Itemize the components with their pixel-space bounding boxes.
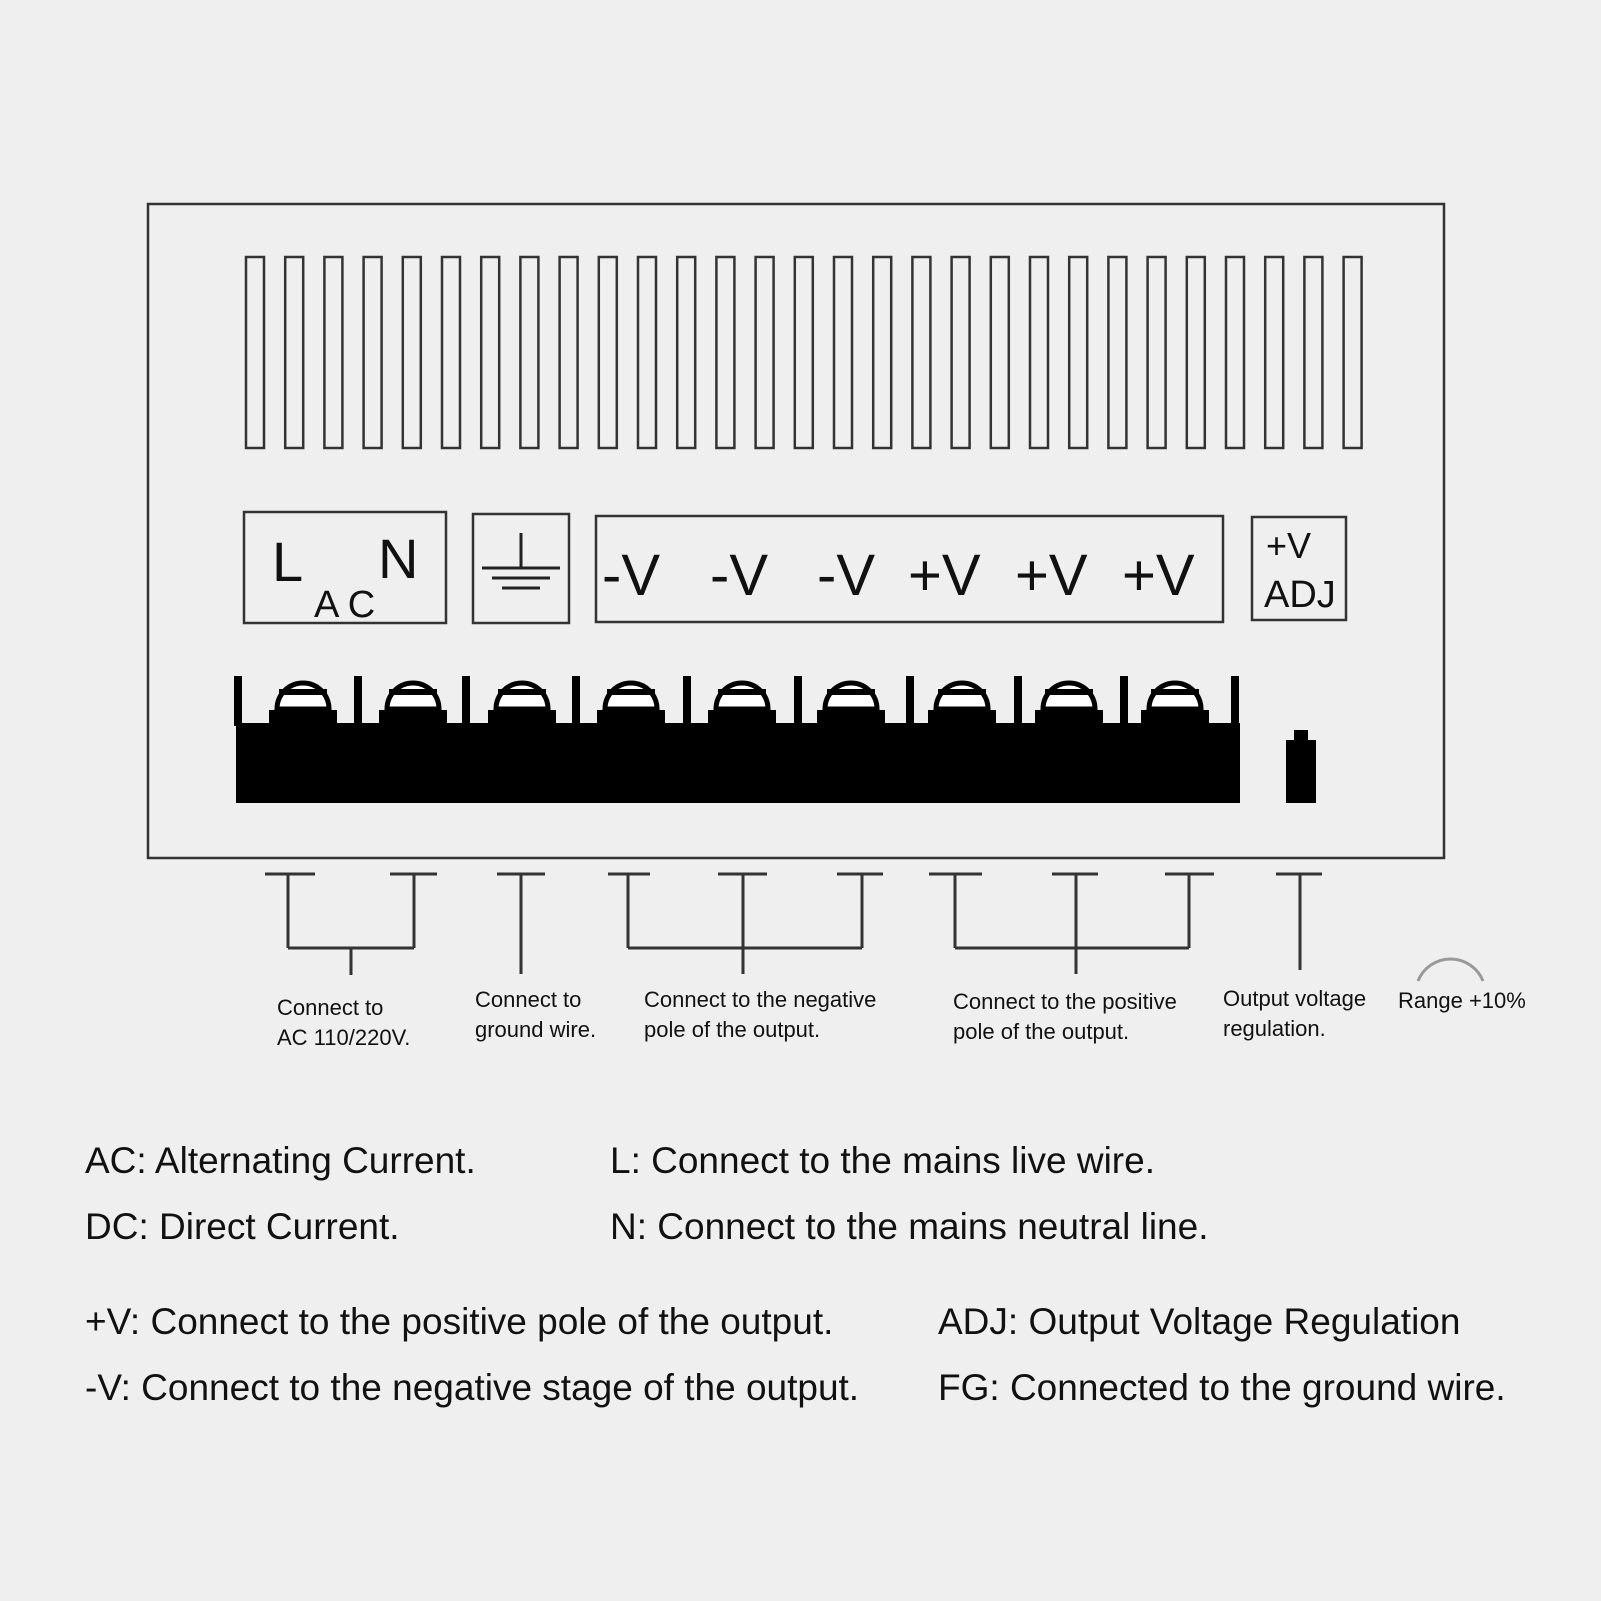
vent-slot <box>636 255 658 450</box>
legend-l: L: Connect to the mains live wire. <box>610 1140 1155 1181</box>
legend-adj: ADJ: Output Voltage Regulation <box>938 1301 1461 1342</box>
label-adj-top: +V <box>1266 525 1311 566</box>
terminal-screws <box>234 676 1239 726</box>
vent-slot <box>244 255 266 450</box>
caption-ground: Connect to ground wire. <box>475 987 597 1042</box>
legend-fg: FG: Connected to the ground wire. <box>938 1367 1506 1408</box>
caption-adj: Output voltage regulation. <box>1223 986 1367 1041</box>
ground-symbol-icon <box>482 533 560 590</box>
vent-slot <box>283 255 305 450</box>
caption-ac-input: Connect to AC 110/220V. <box>277 995 411 1050</box>
label-l: L <box>272 530 303 593</box>
terminal-separator <box>683 676 691 726</box>
vent-slot <box>1185 255 1207 450</box>
vent-slot <box>754 255 775 450</box>
terminal-separator <box>1231 676 1239 726</box>
vent-slot <box>715 255 736 450</box>
label-ac: A C <box>314 584 375 626</box>
vent-slot <box>362 255 383 450</box>
legend-ac: AC: Alternating Current. <box>85 1140 476 1181</box>
vent-slot <box>1224 255 1246 450</box>
vent-slot <box>519 255 540 450</box>
terminal-separator <box>234 676 242 726</box>
ground-label-box <box>471 512 571 625</box>
vent-slot <box>871 255 893 450</box>
ac-input-label-box <box>242 510 448 625</box>
label-n: N <box>378 527 418 590</box>
vent-slot <box>558 255 579 450</box>
terminal-separator <box>354 676 362 726</box>
label-adj-bottom: ADJ <box>1264 574 1336 616</box>
terminal-screw-icon[interactable] <box>708 680 776 726</box>
terminal-screw-icon[interactable] <box>269 680 337 726</box>
vent-slot <box>1342 255 1363 450</box>
legend-n: N: Connect to the mains neutral line. <box>610 1206 1209 1247</box>
vent-slot <box>675 255 697 450</box>
vent-slot <box>1303 255 1324 450</box>
terminal-screw-icon[interactable] <box>928 680 996 726</box>
vent-slot <box>401 255 423 450</box>
terminal-screw-icon[interactable] <box>597 680 665 726</box>
vent-slot <box>793 255 815 450</box>
output-label: +V <box>1015 543 1088 608</box>
vent-slot <box>911 255 932 450</box>
adj-label-box <box>1250 515 1348 622</box>
terminal-screw-icon[interactable] <box>1141 680 1209 726</box>
vent-slot <box>1263 255 1285 450</box>
terminal-separator <box>572 676 580 726</box>
ventilation-slots <box>244 255 1363 450</box>
vent-slot <box>323 255 344 450</box>
legend-dc: DC: Direct Current. <box>85 1206 400 1247</box>
vent-slot <box>989 255 1011 450</box>
output-label: +V <box>1122 543 1195 608</box>
terminal-separator <box>794 676 802 726</box>
terminal-screw-icon[interactable] <box>379 680 447 726</box>
caption-negative: Connect to the negative pole of the outp… <box>644 987 877 1042</box>
adj-potentiometer <box>1286 730 1316 803</box>
caption-positive: Connect to the positive pole of the outp… <box>953 989 1177 1044</box>
terminal-block <box>236 723 1240 803</box>
terminal-separator <box>1120 676 1128 726</box>
housing-outline <box>146 202 1446 860</box>
vent-slot <box>1028 255 1050 450</box>
vent-slot <box>597 255 619 450</box>
output-label: -V <box>710 543 768 608</box>
terminal-screw-icon[interactable] <box>817 680 885 726</box>
terminal-separator <box>906 676 914 726</box>
vent-slot <box>1146 255 1167 450</box>
output-label: -V <box>817 543 875 608</box>
output-label-box <box>594 514 1225 624</box>
vent-slot <box>1067 255 1089 450</box>
vent-slot <box>440 255 462 450</box>
vent-slot <box>832 255 854 450</box>
callout-brackets <box>265 872 1322 975</box>
output-label: -V <box>602 543 660 608</box>
vent-slot <box>479 255 501 450</box>
terminal-separator <box>1014 676 1022 726</box>
vent-slot <box>950 255 971 450</box>
range-note: Range +10% <box>1398 988 1526 1013</box>
legend-pos-v: +V: Connect to the positive pole of the … <box>85 1301 834 1342</box>
range-arc-icon <box>1416 957 1485 982</box>
output-label: +V <box>908 543 981 608</box>
output-labels: -V -V -V +V +V +V <box>602 543 1195 608</box>
vent-slot <box>1107 255 1128 450</box>
terminal-screw-icon[interactable] <box>488 680 556 726</box>
terminal-separator <box>462 676 470 726</box>
terminal-screw-icon[interactable] <box>1035 680 1103 726</box>
legend-neg-v: -V: Connect to the negative stage of the… <box>85 1367 860 1408</box>
